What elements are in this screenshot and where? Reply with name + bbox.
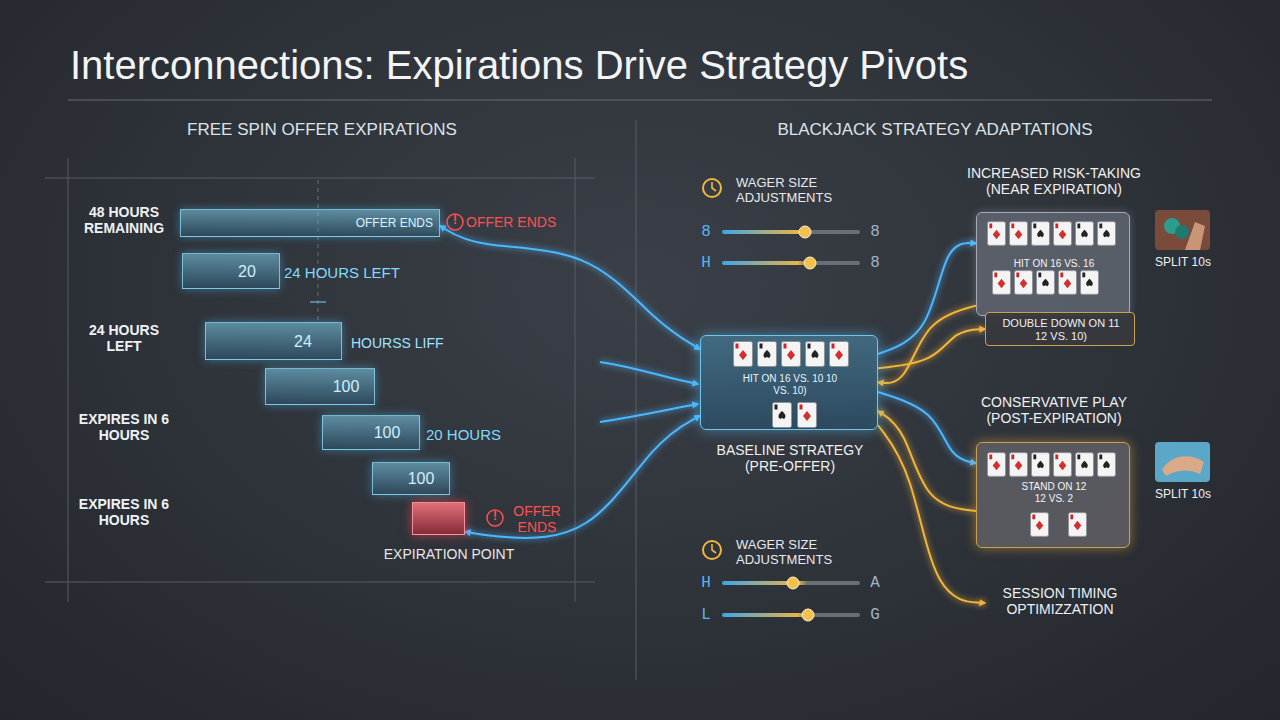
flow-arrow [600, 404, 698, 422]
clock-icon [703, 541, 721, 559]
frame-line [68, 158, 69, 602]
countdown-bar: 24HOURSS LIFF [205, 322, 342, 360]
countdown-bar: 100 [265, 368, 375, 405]
alert-mark: ! [447, 214, 463, 228]
node-text: HIT ON 16 VS. 10 10 VS. 10) [741, 373, 839, 396]
strategy-note: DOUBLE DOWN ON 11 12 VS. 10) [985, 312, 1135, 346]
alert-icon [487, 510, 503, 526]
section-heading: FREE SPIN OFFER EXPIRATIONS [172, 120, 472, 140]
flow-connector [878, 306, 976, 384]
slider-track [722, 613, 860, 617]
flow-connector [440, 226, 700, 349]
node-text: 100 [399, 470, 443, 488]
countdown-bar: 10020 HOURS [322, 415, 420, 450]
flow-connector [878, 411, 976, 511]
time-label: 24 HOURS LEFT [76, 322, 172, 354]
flow-arrow [600, 362, 698, 384]
alert-icon [447, 214, 463, 230]
slider-value: 8 [697, 223, 715, 241]
strategy-panel: CONSERVATIVE PLAY (POST-EXPIRATION)STAND… [976, 442, 1130, 548]
slider-value: H [697, 574, 715, 592]
node-subtext: HIT ON 16 VS. 16 [989, 258, 1119, 270]
clock-hand [712, 182, 716, 191]
time-label: 48 HOURS REMAINING [76, 204, 172, 236]
slider-track [722, 261, 860, 265]
panel-divider [636, 120, 637, 680]
hand-photo [1155, 442, 1210, 482]
node-text: 24 [286, 333, 320, 351]
slider-knob [802, 609, 814, 621]
node-text: CONSERVATIVE PLAY (POST-EXPIRATION) [959, 394, 1149, 426]
outcome-label: SESSION TIMING OPTIMIZZATION [985, 582, 1135, 624]
slider-knob [804, 257, 816, 269]
node-text: OFFER ENDS [349, 217, 433, 231]
frame-line [45, 582, 595, 583]
node-text: 100 [324, 378, 368, 396]
node-subtext: STAND ON 12 12 VS. 2 [1018, 481, 1090, 504]
time-label: EXPIRES IN 6 HOURS [76, 496, 172, 528]
slider-value: G [866, 606, 884, 624]
expiry-bar: EXPIRATION POINT [412, 502, 465, 535]
countdown-bar: OFFER ENDS [180, 209, 440, 237]
slider-value: H [697, 254, 715, 272]
control-heading: WAGER SIZE ADJUSTMENTS [736, 176, 860, 206]
slider-value: 8 [866, 254, 884, 272]
slider-value: L [697, 606, 715, 624]
slider-value: 8 [866, 223, 884, 241]
control-heading: WAGER SIZE ADJUSTMENTS [736, 538, 860, 568]
node-subtext: 24 HOURS LEFT [284, 264, 424, 281]
slider-track [722, 581, 860, 585]
chip-stack [1164, 218, 1180, 234]
alert-mark: ! [487, 510, 503, 524]
node-text: INCREASED RISK-TAKING (NEAR EXPIRATION) [959, 165, 1149, 197]
slider-track [722, 230, 860, 234]
node-text: SESSION TIMING OPTIMIZZATION [985, 585, 1135, 617]
diagram-title: Interconnections: Expirations Drive Stra… [70, 42, 968, 88]
flow-connector [878, 243, 976, 354]
node-subtext: BASELINE STRATEGY (PRE-OFFER) [705, 442, 875, 474]
chip-stack [1175, 225, 1189, 239]
slider-knob [799, 226, 811, 238]
time-label: EXPIRES IN 6 HOURS [76, 411, 172, 443]
action-label: SPLIT 10s [1145, 256, 1221, 270]
guide-line [318, 180, 319, 320]
hand-shape [1162, 456, 1204, 476]
flow-connector [878, 329, 985, 368]
slider-knob [787, 577, 799, 589]
clock-hand [712, 544, 716, 553]
alert-label: OFFER ENDS [466, 214, 576, 230]
node-text: 100 [365, 424, 409, 442]
countdown-bar: 2024 HOURS LEFT [182, 253, 280, 289]
node-text: EXPIRATION POINT [369, 546, 529, 562]
section-heading: BLACKJACK STRATEGY ADAPTATIONS [700, 120, 1170, 140]
node-subtext: 20 HOURS [426, 426, 526, 443]
node-subtext: HOURSS LIFF [351, 335, 461, 351]
crosshair [310, 302, 326, 303]
title-rule [68, 100, 1212, 101]
node-text: 20 [231, 263, 263, 281]
hand-shape [1185, 222, 1205, 250]
node-text: DOUBLE DOWN ON 11 12 VS. 10) [1001, 317, 1121, 342]
frame-line [575, 158, 576, 602]
strategy-panel: HIT ON 16 VS. 10 10 VS. 10)BASELINE STRA… [700, 335, 878, 430]
clock-icon [703, 179, 721, 197]
flow-connector [878, 425, 985, 603]
strategy-panel: INCREASED RISK-TAKING (NEAR EXPIRATION)H… [976, 212, 1130, 316]
alert-label: OFFER ENDS [506, 503, 568, 535]
flow-connector [878, 392, 976, 463]
hand-photo [1155, 210, 1210, 250]
frame-line [45, 178, 595, 179]
countdown-bar: 100 [372, 462, 450, 495]
action-label: SPLIT 10s [1145, 488, 1221, 502]
slider-value: A [866, 574, 884, 592]
connector-group [440, 226, 985, 603]
